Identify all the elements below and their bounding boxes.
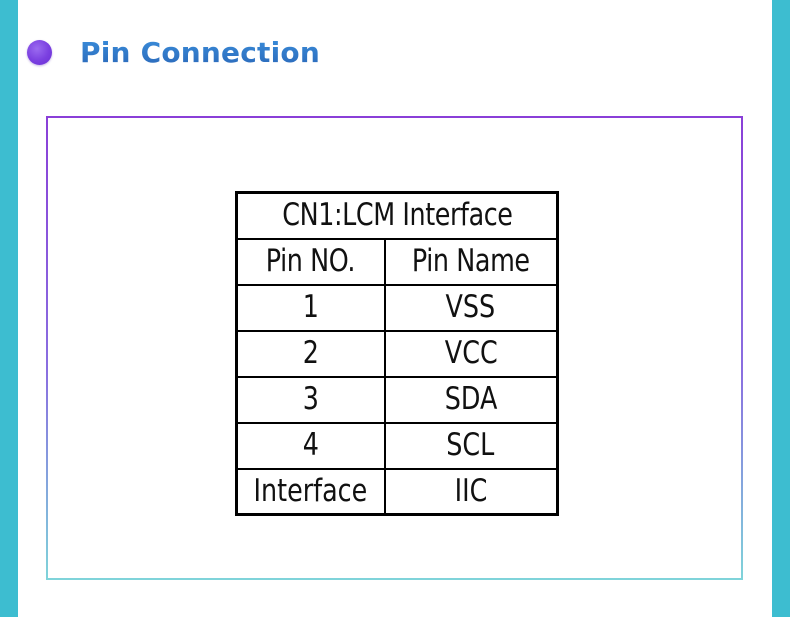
table-row: 4 SCL — [235, 421, 559, 470]
pin-table: CN1:LCM Interface Pin NO. Pin Name 1 VSS… — [235, 191, 559, 516]
pin-number-cell: 3 — [235, 375, 386, 424]
pin-name-cell: IIC — [383, 467, 559, 516]
table-header-row: Pin NO. Pin Name — [235, 237, 559, 286]
column-header-pin-name: Pin Name — [383, 237, 559, 286]
right-side-bar — [772, 0, 790, 617]
section-header: Pin Connection — [27, 36, 320, 69]
pin-number-cell: 2 — [235, 329, 386, 378]
table-row: 1 VSS — [235, 283, 559, 332]
table-caption-row: CN1:LCM Interface — [235, 191, 559, 240]
pin-number-cell: 4 — [235, 421, 386, 470]
pin-name-cell: SDA — [383, 375, 559, 424]
pin-name-cell: SCL — [383, 421, 559, 470]
pin-name-cell: VSS — [383, 283, 559, 332]
pin-number-cell: 1 — [235, 283, 386, 332]
left-side-bar — [0, 0, 18, 617]
bullet-dot-icon — [27, 40, 52, 65]
pin-number-cell: Interface — [235, 467, 386, 516]
table-caption: CN1:LCM Interface — [235, 191, 559, 240]
section-title: Pin Connection — [80, 36, 320, 69]
table-row: Interface IIC — [235, 467, 559, 516]
content-frame: CN1:LCM Interface Pin NO. Pin Name 1 VSS… — [46, 116, 743, 580]
table-row: 3 SDA — [235, 375, 559, 424]
pin-name-cell: VCC — [383, 329, 559, 378]
table-row: 2 VCC — [235, 329, 559, 378]
column-header-pin-no: Pin NO. — [235, 237, 386, 286]
